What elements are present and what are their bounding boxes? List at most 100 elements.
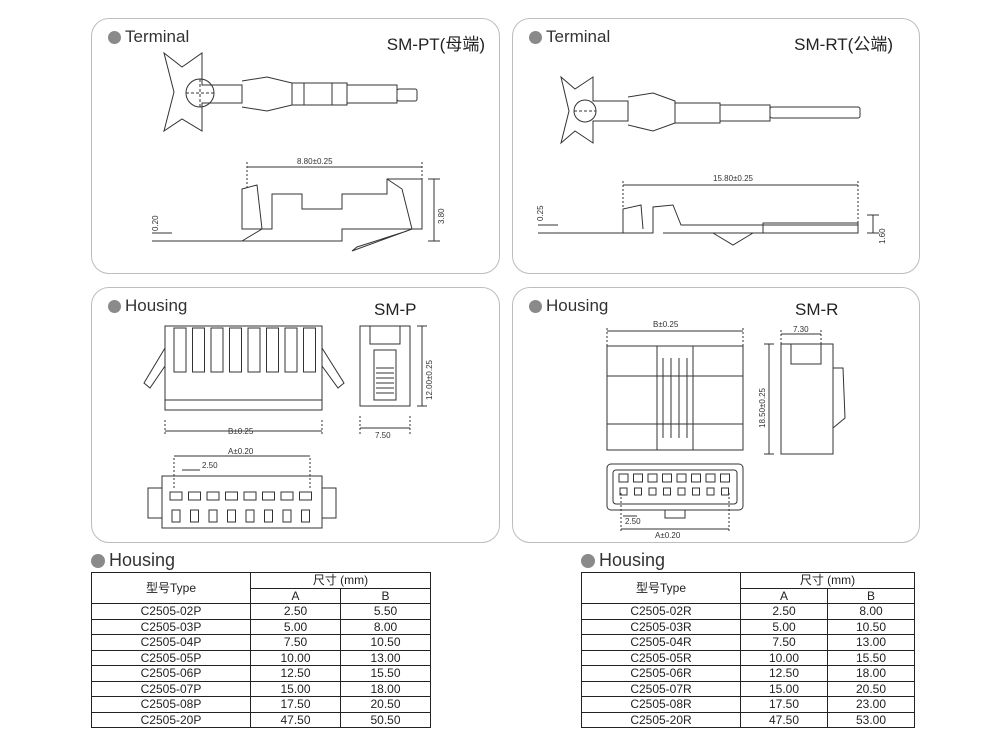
table-cell-a: 15.00 [250,680,341,697]
table-r-size-header: 尺寸 (mm) [740,572,915,589]
housing-r-drawing [606,328,846,532]
housing-r-pitch-label: 2.50 [625,517,641,526]
housing-cell [169,491,183,501]
housing-slot [192,327,205,373]
table-cell-a: 47.50 [250,711,341,728]
housing-cell [633,473,643,483]
housing-cell [299,491,312,501]
housing-p-heading-text: Housing [125,296,188,315]
table-cell-type: C2505-02P [91,603,251,620]
table-cell-a: 10.00 [740,649,828,666]
table-cell-a: 47.50 [740,711,828,728]
terminal-r-drawing [538,75,879,246]
housing-cell [662,473,672,483]
housing-cell [171,509,181,523]
housing-cell [705,473,716,483]
housing-r-heading-text: Housing [546,296,609,315]
housing-p-dims: B±0.25 7.50 12.00±0.25 A±0.20 2.50 [202,359,434,470]
table-r-heading-text: Housing [599,550,666,570]
housing-p-pitch-label: 2.50 [202,461,218,470]
housing-p-width-label: B±0.25 [228,427,254,436]
bullet-icon [108,30,121,44]
table-p-heading-text: Housing [109,550,176,570]
table-cell-a: 5.00 [250,618,341,635]
table-p-col-a: A [250,587,341,604]
terminal-r-length-label: 15.80±0.25 [713,174,754,183]
housing-cell [264,509,273,523]
table-cell-type: C2505-07P [91,680,251,697]
housing-cell [692,487,700,496]
table-cell-a: 17.50 [740,696,828,713]
table-r-col-b: B [827,587,915,604]
table-cell-a: 12.50 [250,665,341,682]
terminal-p-height-label: 3.80 [437,208,446,224]
housing-slot [284,327,298,373]
table-cell-type: C2505-05R [581,649,741,666]
table-cell-type: C2505-08P [91,696,251,713]
terminal-p-heading: Terminal [108,27,189,47]
housing-slot [229,327,242,373]
table-cell-b: 18.00 [827,665,915,682]
bullet-icon [108,299,121,313]
table-cell-a: 15.00 [740,680,828,697]
table-cell-b: 15.50 [827,649,915,666]
table-cell-type: C2505-05P [91,649,251,666]
housing-cell [245,509,255,523]
table-cell-a: 5.00 [740,618,828,635]
housing-p-heading: Housing [108,296,187,316]
table-r-col-a: A [740,587,828,604]
table-cell-a: 7.50 [740,634,828,651]
housing-cell [721,487,729,496]
housing-cell [691,473,701,483]
housing-cell [208,509,218,523]
housing-r-height-label: 18.50±0.25 [758,387,767,428]
terminal-p-thickness-label: 0.20 [151,215,160,231]
terminal-r-thickness-label: 0.25 [536,205,545,221]
table-cell-b: 13.00 [340,649,431,666]
table-cell-type: C2505-04R [581,634,741,651]
terminal-p-model: SM-PT(母端) [386,35,485,54]
table-r-heading: Housing [581,550,665,571]
housing-p-depth-label: 7.50 [375,431,391,440]
terminal-r-dims: 15.80±0.25 0.25 1.60 [536,174,887,244]
bullet-icon [529,30,542,44]
housing-cell [225,491,238,501]
terminal-p-heading-text: Terminal [125,27,190,46]
housing-r-model: SM-R [795,300,839,319]
table-cell-type: C2505-03R [581,618,741,635]
terminal-r-model: SM-RT(公端) [794,35,893,54]
housing-r-heading: Housing [529,296,608,316]
table-cell-type: C2505-06P [91,665,251,682]
table-p-col-b: B [340,587,431,604]
bullet-icon [581,553,595,568]
table-cell-b: 15.50 [340,665,431,682]
terminal-r-panel: Terminal SM-RT(公端) 15.80±0.25 0.25 1.60 [512,18,920,274]
table-cell-type: C2505-07R [581,680,741,697]
housing-r-width-label: B±0.25 [653,320,679,329]
terminal-p-drawing [152,51,440,252]
table-cell-b: 18.00 [340,680,431,697]
housing-cell [262,491,275,501]
table-cell-a: 12.50 [740,665,828,682]
housing-cell [188,491,201,501]
table-cell-a: 10.00 [250,649,341,666]
terminal-p-panel: Terminal SM-PT(母端) 8.80±0.25 0.20 3.80 [91,18,500,274]
housing-cell [663,487,671,496]
table-cell-b: 10.50 [827,618,915,635]
table-cell-type: C2505-02R [581,603,741,620]
housing-cell [706,487,715,496]
terminal-p-dims: 8.80±0.25 0.20 3.80 [151,157,446,231]
table-cell-type: C2505-20R [581,711,741,728]
table-p-type-header: 型号Type [91,572,251,604]
housing-cell [618,473,629,483]
housing-cell [206,491,220,501]
table-cell-b: 20.50 [340,696,431,713]
